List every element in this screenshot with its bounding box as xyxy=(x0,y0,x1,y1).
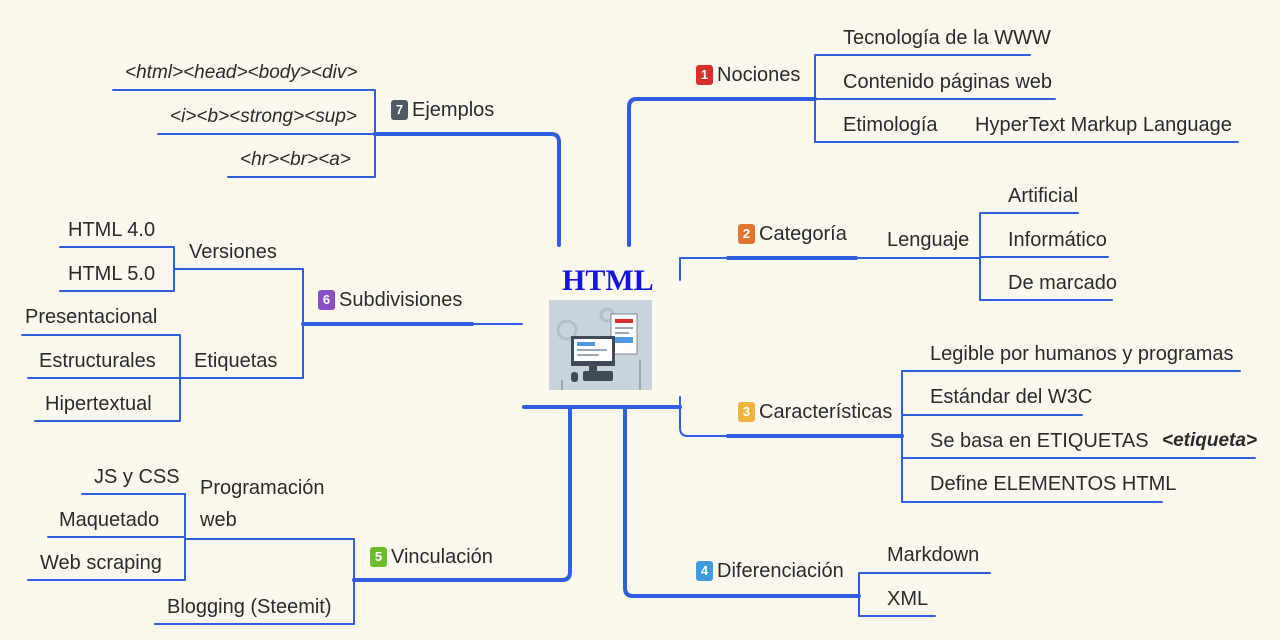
branch-nociones[interactable]: 1 Nociones xyxy=(696,63,800,87)
computer-monitor-icon xyxy=(549,300,652,390)
node-etiqueta-example[interactable]: <etiqueta> xyxy=(1162,430,1258,451)
node-programacion-web-line1[interactable]: Programación xyxy=(200,477,325,499)
node-elementos-html[interactable]: Define ELEMENTOS HTML xyxy=(930,473,1177,495)
node-html-50[interactable]: HTML 5.0 xyxy=(68,263,156,285)
branch-label-ejemplos: Ejemplos xyxy=(412,99,495,121)
branch-label-caracteristicas: Características xyxy=(759,401,893,423)
branch-label-subdivisiones: Subdivisiones xyxy=(339,289,463,311)
branch-subdivisiones[interactable]: 6 Subdivisiones xyxy=(318,288,462,312)
node-tecnologia-www[interactable]: Tecnología de la WWW xyxy=(843,27,1051,49)
central-topic-title[interactable]: HTML xyxy=(562,264,654,297)
node-estandar-w3c[interactable]: Estándar del W3C xyxy=(930,386,1093,408)
node-ejemplo-hr-br[interactable]: <hr><br><a> xyxy=(240,149,351,170)
node-presentacional[interactable]: Presentacional xyxy=(25,306,158,328)
node-markdown[interactable]: Markdown xyxy=(887,544,980,566)
branch-categoria[interactable]: 2 Categoría xyxy=(738,222,847,246)
node-estructurales[interactable]: Estructurales xyxy=(39,350,156,372)
node-ejemplo-html-head[interactable]: <html><head><body><div> xyxy=(125,62,358,83)
badge-7: 7 xyxy=(391,100,408,120)
node-etiquetas[interactable]: Etiquetas xyxy=(194,350,278,372)
branch-diferenciacion[interactable]: 4 Diferenciación xyxy=(696,559,844,583)
node-programacion-web-line2[interactable]: web xyxy=(200,509,237,531)
node-etimologia[interactable]: Etimología xyxy=(843,114,938,136)
badge-6: 6 xyxy=(318,290,335,310)
node-maquetado[interactable]: Maquetado xyxy=(59,509,160,531)
node-xml[interactable]: XML xyxy=(887,588,929,610)
node-blogging[interactable]: Blogging (Steemit) xyxy=(167,596,332,618)
node-web-scraping[interactable]: Web scraping xyxy=(40,552,162,574)
node-hipertextual[interactable]: Hipertextual xyxy=(45,393,152,415)
node-ejemplo-i-b[interactable]: <i><b><strong><sup> xyxy=(170,106,357,127)
node-html-40[interactable]: HTML 4.0 xyxy=(68,219,156,241)
node-versiones[interactable]: Versiones xyxy=(189,241,277,263)
node-hypertext-markup[interactable]: HyperText Markup Language xyxy=(975,114,1232,136)
node-js-css[interactable]: JS y CSS xyxy=(94,466,180,488)
node-artificial[interactable]: Artificial xyxy=(1008,185,1079,207)
badge-4: 4 xyxy=(696,561,713,581)
node-de-marcado[interactable]: De marcado xyxy=(1008,272,1117,294)
branch-ejemplos[interactable]: 7 Ejemplos xyxy=(391,98,494,122)
branch-label-categoria: Categoría xyxy=(759,223,847,245)
branch-label-nociones: Nociones xyxy=(717,64,801,86)
badge-5: 5 xyxy=(370,547,387,567)
badge-1: 1 xyxy=(696,65,713,85)
badge-3: 3 xyxy=(738,402,755,422)
branch-label-diferenciacion: Diferenciación xyxy=(717,560,844,582)
node-legible[interactable]: Legible por humanos y programas xyxy=(930,343,1234,365)
branch-caracteristicas[interactable]: 3 Características xyxy=(738,400,892,424)
badge-2: 2 xyxy=(738,224,755,244)
branch-label-vinculacion: Vinculación xyxy=(391,546,493,568)
node-etiquetas-base[interactable]: Se basa en ETIQUETAS xyxy=(930,430,1149,452)
node-informatico[interactable]: Informático xyxy=(1008,229,1107,251)
branch-vinculacion[interactable]: 5 Vinculación xyxy=(370,545,493,569)
node-contenido-paginas[interactable]: Contenido páginas web xyxy=(843,71,1053,93)
node-lenguaje[interactable]: Lenguaje xyxy=(887,229,970,251)
